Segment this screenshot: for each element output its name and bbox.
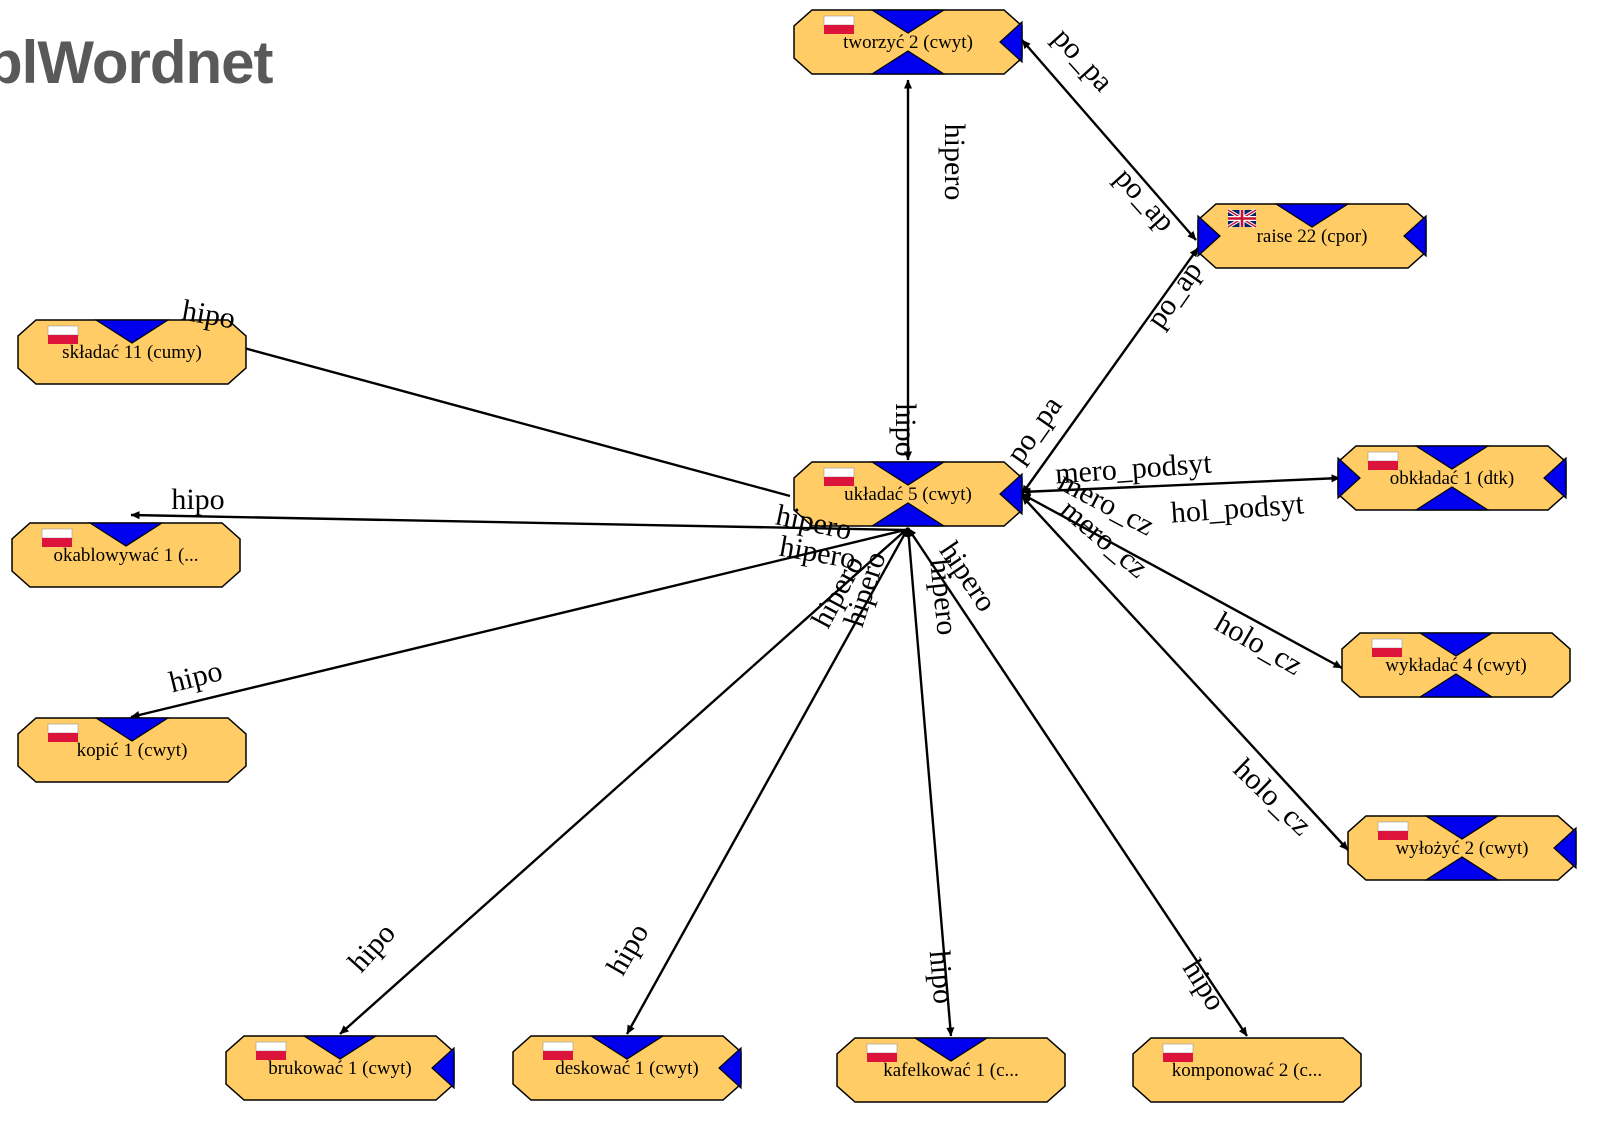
relation-marker-bottom-icon[interactable] — [1423, 856, 1501, 881]
relation-marker-right-icon[interactable] — [999, 20, 1023, 64]
synset-node-obkladac[interactable]: obkładać 1 (dtk) — [1337, 445, 1567, 511]
synset-node-brukowac[interactable]: brukować 1 (cwyt) — [225, 1035, 455, 1101]
pl-flag-icon — [255, 1041, 287, 1060]
relation-edge-ukladac-okablowywac[interactable] — [130, 511, 906, 532]
pl-flag-icon — [1377, 821, 1409, 840]
relation-label: hipo — [923, 949, 961, 1005]
relation-marker-bottom-icon[interactable] — [1417, 673, 1495, 698]
synset-node-label: wykładać 4 (cwyt) — [1385, 655, 1526, 676]
relation-edge-tworzyc-raise[interactable] — [1021, 39, 1197, 241]
page-title: plWordnet — [0, 29, 274, 96]
synset-node-label: komponować 2 (c... — [1172, 1060, 1322, 1081]
synset-node-kopic[interactable]: kopić 1 (cwyt) — [17, 717, 247, 783]
relation-marker-bottom-icon[interactable] — [869, 502, 947, 527]
relation-marker-top-icon[interactable] — [1423, 815, 1501, 840]
relation-marker-left-icon[interactable] — [1197, 214, 1221, 258]
relation-edge-ukladac-obkladac[interactable] — [1021, 474, 1341, 496]
relation-label: hipero — [923, 557, 964, 637]
synset-node-label: składać 11 (cumy) — [62, 342, 202, 363]
relation-label: hipero — [938, 124, 971, 201]
relation-marker-right-icon[interactable] — [1553, 826, 1577, 870]
relation-label: po_pa — [1046, 21, 1120, 98]
relation-marker-top-icon[interactable] — [588, 1035, 666, 1060]
relation-marker-top-icon[interactable] — [1273, 203, 1351, 228]
synset-node-okablowywac[interactable]: okablowywać 1 (... — [11, 522, 241, 588]
relation-label: hol_podsyt — [1170, 487, 1306, 529]
synset-node-wykladac[interactable]: wykładać 4 (cwyt) — [1341, 632, 1571, 698]
relation-marker-right-icon[interactable] — [431, 1046, 455, 1090]
synset-node-label: kopić 1 (cwyt) — [77, 740, 188, 761]
pl-flag-icon — [823, 15, 855, 34]
relation-marker-bottom-icon[interactable] — [1413, 486, 1491, 511]
relation-label: po_ap — [1108, 161, 1182, 238]
synset-node-wylozyc[interactable]: wyłożyć 2 (cwyt) — [1347, 815, 1577, 881]
relation-label: hipo — [342, 917, 402, 979]
relation-label: hipo — [889, 403, 922, 456]
relation-marker-top-icon[interactable] — [93, 717, 171, 742]
relation-edge-ukladac-raise[interactable] — [1021, 247, 1199, 495]
pl-flag-icon — [1371, 638, 1403, 657]
pl-flag-icon — [41, 528, 73, 547]
relation-marker-top-icon[interactable] — [1417, 632, 1495, 657]
relation-marker-right-icon[interactable] — [1543, 456, 1567, 500]
relation-label: holo_cz — [1209, 606, 1308, 682]
relation-label: hipo — [1176, 954, 1232, 1017]
synset-node-tworzyc[interactable]: tworzyć 2 (cwyt) — [793, 9, 1023, 75]
synset-node-deskowac[interactable]: deskować 1 (cwyt) — [512, 1035, 742, 1101]
relation-marker-top-icon[interactable] — [869, 461, 947, 486]
pl-flag-icon — [1367, 451, 1399, 470]
synset-node-label: brukować 1 (cwyt) — [268, 1058, 412, 1079]
pl-flag-icon — [542, 1041, 574, 1060]
nodes-layer: tworzyć 2 (cwyt) raise 22 (cpor) składać 1… — [11, 9, 1577, 1103]
relation-label: hipo — [171, 483, 224, 516]
synset-node-raise[interactable]: raise 22 (cpor) — [1197, 203, 1427, 269]
edges-layer — [130, 39, 1349, 1037]
synset-node-label: obkładać 1 (dtk) — [1390, 468, 1515, 489]
pl-flag-icon — [1162, 1043, 1194, 1062]
relation-edge-ukladac-wylozyc[interactable] — [1021, 495, 1349, 851]
synset-node-label: kafelkować 1 (c... — [883, 1060, 1019, 1081]
relation-label: holo_cz — [1227, 752, 1318, 842]
synset-node-komponowac[interactable]: komponować 2 (c... — [1132, 1037, 1362, 1103]
synset-node-label: układać 5 (cwyt) — [844, 484, 972, 505]
relation-edge-ukladac-deskowac[interactable] — [625, 527, 910, 1035]
synset-node-kafelkowac[interactable]: kafelkować 1 (c... — [836, 1037, 1066, 1103]
pl-flag-icon — [47, 723, 79, 742]
synset-node-label: wyłożyć 2 (cwyt) — [1396, 838, 1529, 859]
relation-marker-top-icon[interactable] — [93, 319, 171, 344]
synset-node-label: tworzyć 2 (cwyt) — [843, 32, 973, 53]
pl-flag-icon — [47, 325, 79, 344]
relation-marker-right-icon[interactable] — [718, 1046, 742, 1090]
relation-label: po_ap — [1140, 255, 1209, 334]
synset-node-label: deskować 1 (cwyt) — [555, 1058, 699, 1079]
relation-marker-top-icon[interactable] — [912, 1037, 990, 1062]
relation-label: hipo — [600, 918, 655, 981]
relation-edge-ukladac-komponowac[interactable] — [907, 527, 1248, 1037]
synset-node-ukladac[interactable]: układać 5 (cwyt) — [793, 461, 1023, 527]
synset-node-skladac[interactable]: składać 11 (cumy) — [17, 319, 247, 385]
relation-marker-left-icon[interactable] — [1337, 456, 1361, 500]
relation-marker-top-icon[interactable] — [87, 522, 165, 547]
relation-marker-top-icon[interactable] — [301, 1035, 379, 1060]
uk-flag-icon — [1227, 208, 1257, 229]
relation-marker-right-icon[interactable] — [999, 472, 1023, 516]
synset-node-label: okablowywać 1 (... — [53, 545, 198, 566]
relation-marker-top-icon[interactable] — [1413, 445, 1491, 470]
relation-marker-right-icon[interactable] — [1403, 214, 1427, 258]
relation-marker-top-icon[interactable] — [869, 9, 947, 34]
pl-flag-icon — [823, 467, 855, 486]
relation-marker-bottom-icon[interactable] — [869, 50, 947, 75]
pl-flag-icon — [866, 1043, 898, 1062]
relation-label: hipo — [166, 654, 226, 699]
synset-node-label: raise 22 (cpor) — [1257, 226, 1368, 247]
